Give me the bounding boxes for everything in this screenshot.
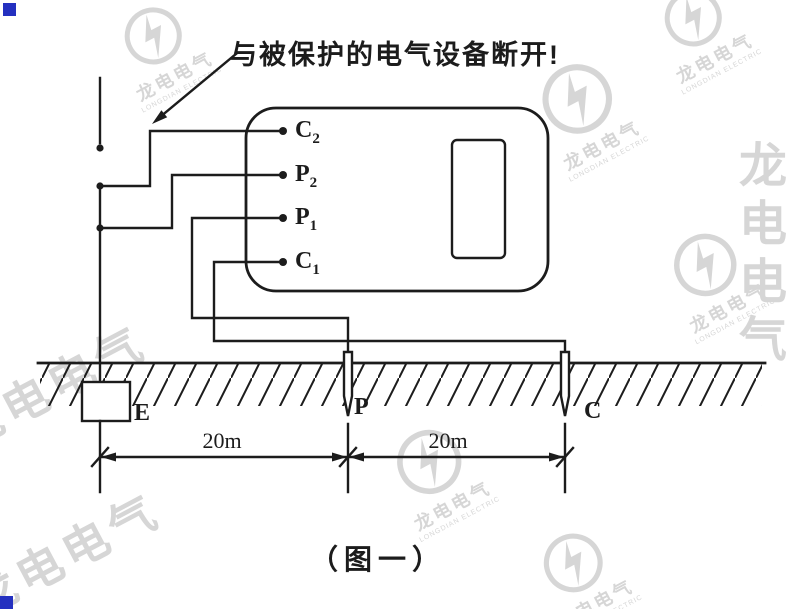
dim-arrowhead-icon — [332, 452, 347, 462]
ground-hatching — [40, 364, 762, 406]
terminal-label-c2: C2 — [295, 117, 320, 148]
dim-tick — [338, 446, 358, 468]
annotation-arrow-line — [158, 52, 238, 119]
annotation-arrowhead-icon — [152, 110, 168, 124]
watermark-logo-icon — [674, 233, 737, 297]
watermark: 龙电电气 LONGDIAN ELECTRIC — [631, 204, 794, 356]
watermark-logo-icon — [397, 429, 462, 494]
watermark: 龙电电气 LONGDIAN ELECTRIC — [502, 34, 669, 193]
figure-caption: （图一） — [309, 544, 446, 575]
watermark: 龙电电气 LONGDIAN ELECTRIC — [621, 0, 781, 106]
terminal-letter: P — [295, 204, 310, 230]
c-probe — [559, 350, 571, 417]
terminal-label-c1: C1 — [295, 248, 320, 279]
wire-c2 — [98, 129, 285, 188]
wire-p2 — [98, 173, 285, 230]
dim-arrowhead-icon — [549, 452, 564, 462]
terminal-letter: C — [295, 117, 313, 143]
c-probe-label: C — [584, 398, 602, 424]
p-probe-label: P — [354, 394, 369, 420]
wire-c1 — [212, 260, 567, 356]
watermark-logo-icon — [542, 64, 612, 134]
watermark: 龙电电气 LONGDIAN ELECTRIC — [81, 0, 241, 124]
lead-break-dot — [96, 144, 104, 152]
terminal-subscript: 2 — [309, 174, 318, 191]
corner-marker-top-left — [3, 3, 16, 16]
earth-electrode-label: E — [134, 400, 151, 426]
terminal-label-p2: P2 — [295, 161, 317, 192]
watermark: 龙电电气 LONGDIAN ELECTRIC — [500, 503, 661, 609]
dimension-label-span1: 20m — [202, 428, 242, 453]
wire-p1 — [190, 216, 350, 356]
disconnect-annotation: 与被保护的电气设备断开! — [230, 40, 560, 70]
instrument-body — [244, 106, 550, 293]
watermark-logo-icon — [124, 7, 182, 65]
terminal-subscript: 2 — [312, 130, 320, 147]
terminal-subscript: 1 — [312, 261, 320, 278]
watermark: 龙电电气 LONGDIAN ELECTRIC — [355, 400, 519, 554]
p-probe — [342, 350, 354, 417]
terminal-subscript: 1 — [309, 217, 318, 234]
corner-marker-bottom-left — [0, 596, 13, 609]
dim-tick — [90, 446, 110, 468]
terminal-letter: P — [295, 161, 310, 187]
earth-electrode — [80, 380, 132, 423]
dim-tick — [555, 446, 575, 468]
terminal-letter: C — [295, 248, 313, 274]
watermark-logo-icon — [664, 0, 722, 47]
dimension-label-span2: 20m — [428, 428, 468, 453]
instrument-display — [450, 138, 507, 260]
terminal-label-p1: P1 — [295, 204, 317, 235]
dim-arrowhead-icon — [101, 452, 116, 462]
watermark-vertical-text: 龙电电气 — [731, 140, 784, 372]
dim-arrowhead-icon — [349, 452, 364, 462]
watermark-logo-icon — [543, 533, 603, 593]
